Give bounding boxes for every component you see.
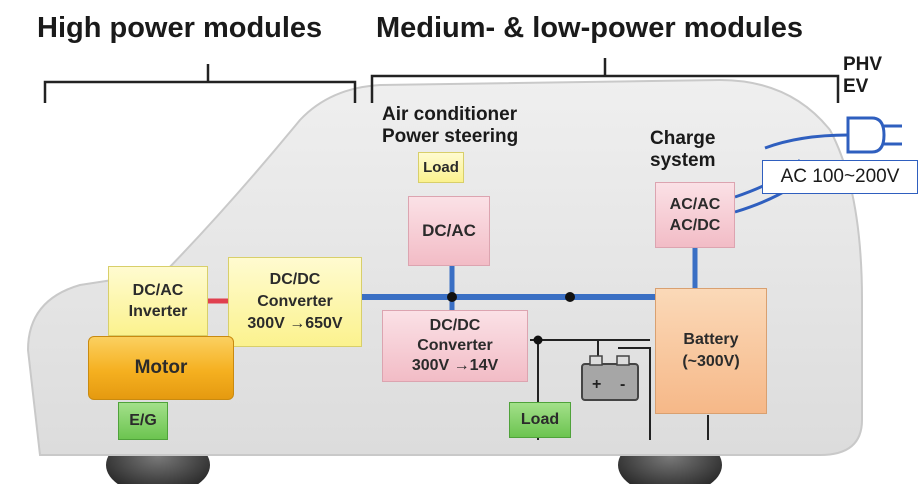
dcdc-low-line-1: DC/DC bbox=[429, 317, 481, 334]
plug-icon bbox=[846, 116, 902, 154]
ac-supply-label: AC 100~200V bbox=[762, 160, 918, 194]
load-top-label: Load bbox=[423, 159, 459, 176]
dc-dc-converter-high: DC/DC Converter 300V →650V bbox=[228, 257, 362, 347]
load-box-top: Load bbox=[418, 152, 464, 183]
dc-ac-top-label: DC/AC bbox=[422, 221, 476, 240]
load-box-bottom: Load bbox=[509, 402, 571, 438]
dcdc-high-line-3: 300V →650V bbox=[247, 315, 343, 332]
engine-generator-box: E/G bbox=[118, 402, 168, 440]
charge-label: Charge bbox=[650, 128, 716, 149]
dc-dc-converter-low: DC/DC Converter 300V →14V bbox=[382, 310, 528, 382]
medium-low-power-bracket bbox=[370, 58, 840, 103]
power-steering-label: Power steering bbox=[382, 126, 519, 147]
inverter-line-1: DC/AC bbox=[132, 282, 184, 299]
dcdc-low-line-3: 300V →14V bbox=[411, 357, 499, 374]
dc-ac-converter-top: DC/AC bbox=[408, 196, 490, 266]
medium-low-power-heading: Medium- & low-power modules bbox=[376, 12, 803, 44]
motor-box: Motor bbox=[88, 336, 234, 400]
aux-battery-terminal-pos bbox=[589, 355, 603, 366]
battery-label: Battery bbox=[683, 331, 739, 348]
bus-junction-1 bbox=[447, 292, 457, 302]
ac-dc-label: AC/DC bbox=[669, 217, 721, 234]
aux-battery-terminal-neg bbox=[616, 355, 630, 366]
air-conditioner-label: Air conditioner bbox=[382, 104, 518, 125]
motor-label: Motor bbox=[134, 357, 188, 378]
dcdc-high-line-2: Converter bbox=[257, 293, 333, 310]
ev-label: EV bbox=[843, 76, 869, 97]
high-power-heading: High power modules bbox=[37, 12, 323, 44]
aux-battery bbox=[581, 363, 639, 401]
inverter-line-2: Inverter bbox=[128, 303, 188, 320]
phv-ev-label: PHV EV bbox=[843, 54, 882, 98]
phv-label: PHV bbox=[843, 54, 883, 75]
charge-system-label: Charge system bbox=[650, 128, 716, 172]
load-bottom-label: Load bbox=[520, 411, 560, 428]
battery-box: Battery (~300V) bbox=[655, 288, 767, 414]
eg-label: E/G bbox=[129, 412, 157, 429]
battery-voltage-label: (~300V) bbox=[682, 353, 740, 370]
dcdc-low-line-2: Converter bbox=[417, 337, 493, 354]
aux-battery-plus: + bbox=[592, 376, 601, 393]
ac-ac-label: AC/AC bbox=[669, 196, 721, 213]
lv-junction bbox=[533, 335, 543, 345]
high-power-bracket bbox=[43, 64, 357, 103]
low-voltage-wiring bbox=[530, 339, 709, 440]
dcdc-high-line-1: DC/DC bbox=[269, 271, 321, 288]
dc-ac-inverter: DC/AC Inverter bbox=[108, 266, 208, 336]
system-label: system bbox=[650, 150, 716, 171]
ac-ac-dc-converter: AC/AC AC/DC bbox=[655, 182, 735, 248]
aux-battery-minus: - bbox=[620, 376, 625, 393]
bus-junction-2 bbox=[565, 292, 575, 302]
